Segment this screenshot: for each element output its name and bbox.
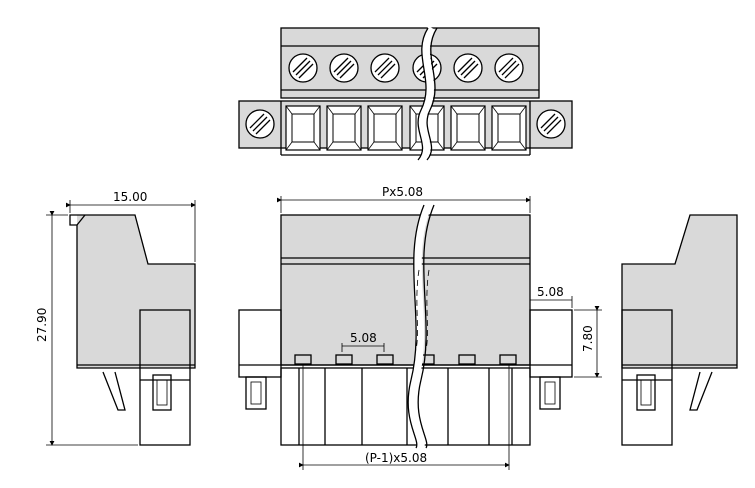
dim-width-15: 15.00 [66,190,196,262]
width-label: 15.00 [113,190,147,204]
pitch-side-label: 5.08 [537,285,564,299]
span-label: (P-1)x5.08 [365,451,427,465]
dim-overall-px508: Px5.08 [277,185,531,213]
side-height-label: 7.80 [581,325,595,352]
left-side-view [69,214,196,446]
height-label: 27.90 [35,308,49,342]
dim-pitch-top-508: 5.08 [341,331,385,352]
overall-label: Px5.08 [382,185,423,199]
front-view [238,203,573,451]
dim-height-2790: 27.90 [35,211,138,446]
pitch-top-label: 5.08 [350,331,377,345]
top-view [238,25,573,163]
dim-span-p-1: (P-1)x5.08 [299,365,510,470]
dim-side-height-780: 7.80 [574,306,602,378]
right-side-view [621,214,738,446]
pin-slot-icons [294,354,517,365]
dim-pitch-side-508: 5.08 [530,285,573,308]
